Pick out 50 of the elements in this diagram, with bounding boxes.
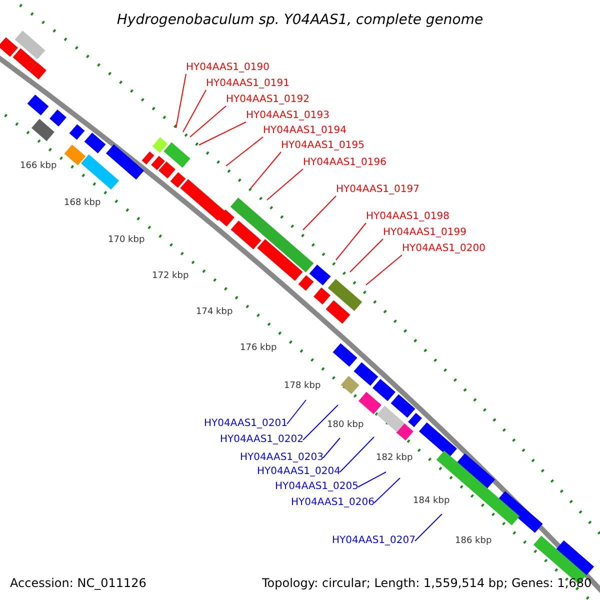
gene-label: HY04AAS1_0196 [303, 157, 386, 169]
gene-label: HY04AAS1_0202 [220, 434, 304, 446]
gene-label: HY04AAS1_0194 [263, 125, 346, 137]
leader-line [286, 400, 306, 424]
tick-label: 166 kbp [20, 160, 57, 172]
gene-label: HY04AAS1_0195 [281, 140, 364, 152]
gene-label: HY04AAS1_0201 [204, 418, 288, 430]
gene-label: HY04AAS1_0192 [226, 94, 310, 106]
gene-label: HY04AAS1_0190 [186, 62, 270, 74]
genome-stats-text: Topology: circular; Length: 1,559,514 bp; Genes: 1,680 [262, 576, 592, 590]
leader-line [182, 90, 206, 132]
leader-line [358, 472, 386, 488]
accession-text: Accession: NC_011126 [10, 576, 146, 590]
tick-label: 168 kbp [64, 197, 101, 209]
leader-line [414, 514, 442, 542]
tick-label: 180 kbp [327, 419, 364, 431]
gene-label: HY04AAS1_0207 [332, 535, 416, 547]
leader-line [266, 168, 304, 200]
tick-label: 172 kbp [152, 270, 189, 282]
leader-line [250, 152, 282, 188]
tick-label: 182 kbp [376, 452, 413, 464]
gene-label: HY04AAS1_0204 [257, 466, 340, 478]
leader-line [336, 222, 366, 260]
gene-label: HY04AAS1_0199 [383, 227, 466, 239]
gene-label: HY04AAS1_0193 [246, 110, 330, 122]
tick-label: 170 kbp [108, 234, 145, 246]
tick-label: 184 kbp [413, 495, 450, 507]
tick-label: 176 kbp [240, 342, 277, 354]
gene-label: HY04AAS1_0197 [336, 184, 420, 196]
leader-line [198, 122, 246, 146]
tick-label: 186 kbp [455, 535, 492, 547]
leader-line [176, 74, 186, 128]
gene-label: HY04AAS1_0198 [366, 211, 450, 223]
gene-label: HY04AAS1_0191 [206, 78, 290, 90]
gene-label: HY04AAS1_0200 [402, 243, 486, 255]
tick-label: 178 kbp [284, 380, 321, 392]
leader-line [374, 478, 400, 504]
gene-label: HY04AAS1_0205 [275, 481, 358, 493]
leader-line [340, 436, 374, 472]
leader-line [302, 404, 338, 440]
leader-line [302, 196, 336, 230]
gene-label: HY04AAS1_0206 [291, 497, 374, 509]
leader-line [226, 136, 264, 166]
leader-line [350, 238, 384, 272]
leader-line [190, 106, 226, 138]
tick-label: 174 kbp [196, 306, 233, 318]
leader-line [322, 438, 340, 458]
title: Hydrogenobaculum sp. Y04AAS1, complete genome [116, 12, 484, 28]
gene-label: HY04AAS1_0203 [240, 452, 324, 464]
leader-line [366, 254, 402, 286]
